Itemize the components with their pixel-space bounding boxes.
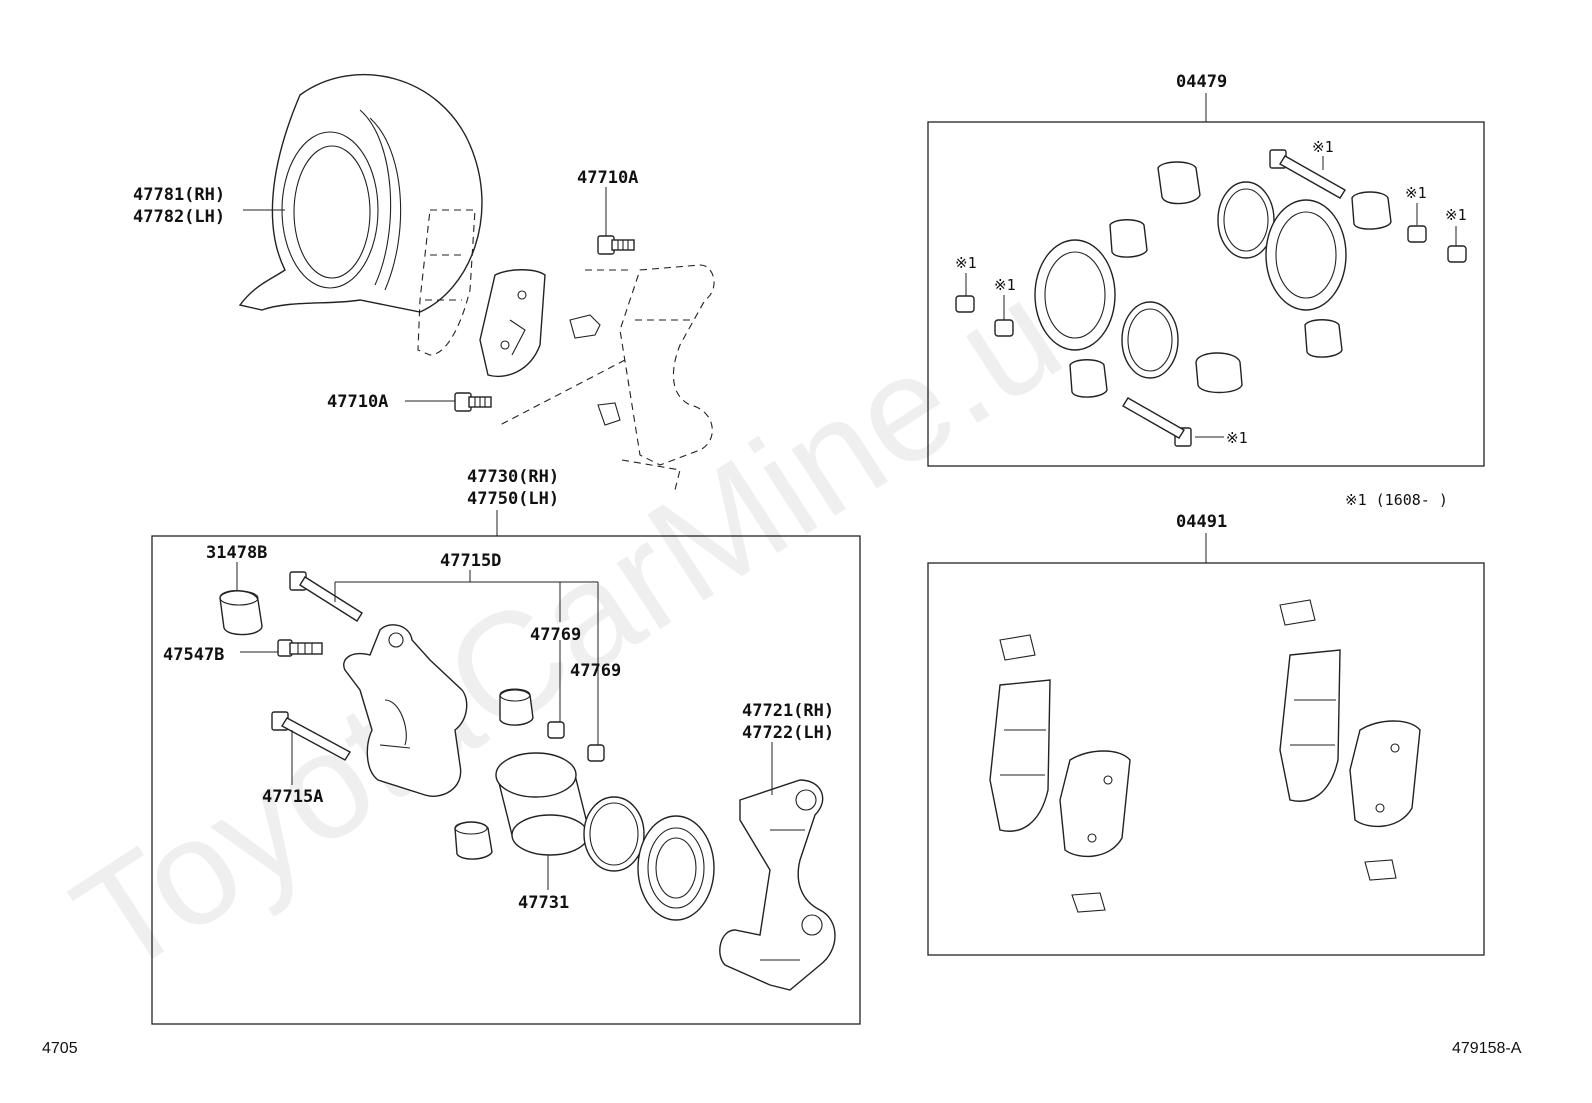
kit-04479-box (927, 121, 1485, 467)
piston-47731[interactable] (495, 752, 591, 856)
caliper-mounting-dashed (499, 264, 715, 491)
footer-left-code: 4705 (42, 1040, 78, 1057)
kit-note: ※1 (1608- ) (1345, 491, 1448, 509)
caliper-assy-box (151, 535, 861, 1025)
mark-1-d: ※1 (955, 254, 977, 272)
caliper-cylinder-body[interactable] (343, 624, 468, 797)
bushing-47769-b[interactable] (587, 744, 605, 762)
callout-47731: 47731 (518, 893, 569, 913)
mark-1-b: ※1 (1405, 184, 1427, 202)
callout-47715d: 47715D (440, 551, 501, 571)
piston-seal-ring[interactable] (583, 796, 645, 872)
mark-1-c: ※1 (1445, 206, 1467, 224)
pad-dashed-outline (417, 209, 476, 356)
callout-47722: 47722(LH) (742, 723, 834, 743)
slide-pin-47715a[interactable] (271, 711, 351, 761)
callout-47547b: 47547B (163, 645, 224, 665)
disc-dust-cover[interactable] (238, 74, 483, 313)
callout-47769-a: 47769 (530, 625, 581, 645)
pad-kit-right[interactable] (1279, 599, 1421, 881)
kit-04479-parts[interactable] (955, 149, 1467, 447)
bleeder-plug-47547b[interactable] (277, 639, 323, 657)
callout-31478b: 31478B (206, 543, 267, 563)
callout-47710a-top: 47710A (577, 168, 638, 188)
boot-31478b[interactable] (219, 590, 263, 636)
slide-pin-upper[interactable] (289, 571, 363, 622)
anti-squeal-shim (479, 269, 546, 378)
caliper-mounting-47721[interactable] (719, 779, 836, 991)
bushing-boot-small[interactable] (499, 688, 534, 726)
callout-47710a-mid: 47710A (327, 392, 388, 412)
callout-47750: 47750(LH) (467, 489, 559, 509)
mark-1-f: ※1 (1226, 429, 1248, 447)
callout-47730: 47730(RH) (467, 467, 559, 487)
callout-47781: 47781(RH) (133, 185, 225, 205)
clip-small-2 (597, 402, 621, 426)
callout-47782: 47782(LH) (133, 207, 225, 227)
callout-47721: 47721(RH) (742, 701, 834, 721)
callout-47769-b: 47769 (570, 661, 621, 681)
mark-1-e: ※1 (994, 276, 1016, 294)
footer-right-code: 479158-A (1452, 1040, 1522, 1057)
bushing-47769-a[interactable] (547, 721, 565, 739)
pad-kit-left[interactable] (989, 634, 1131, 913)
callout-47715a: 47715A (262, 787, 323, 807)
kit-04491-box (927, 562, 1485, 956)
clip-small-1 (569, 314, 601, 339)
callout-04479: 04479 (1176, 72, 1227, 92)
mark-1-a: ※1 (1312, 138, 1334, 156)
cylinder-boot[interactable] (637, 815, 715, 921)
bolt-47710a-top[interactable] (597, 235, 635, 255)
boot-lower[interactable] (454, 821, 493, 860)
callout-04491: 04491 (1176, 512, 1227, 532)
bolt-47710a-mid[interactable] (454, 392, 492, 412)
